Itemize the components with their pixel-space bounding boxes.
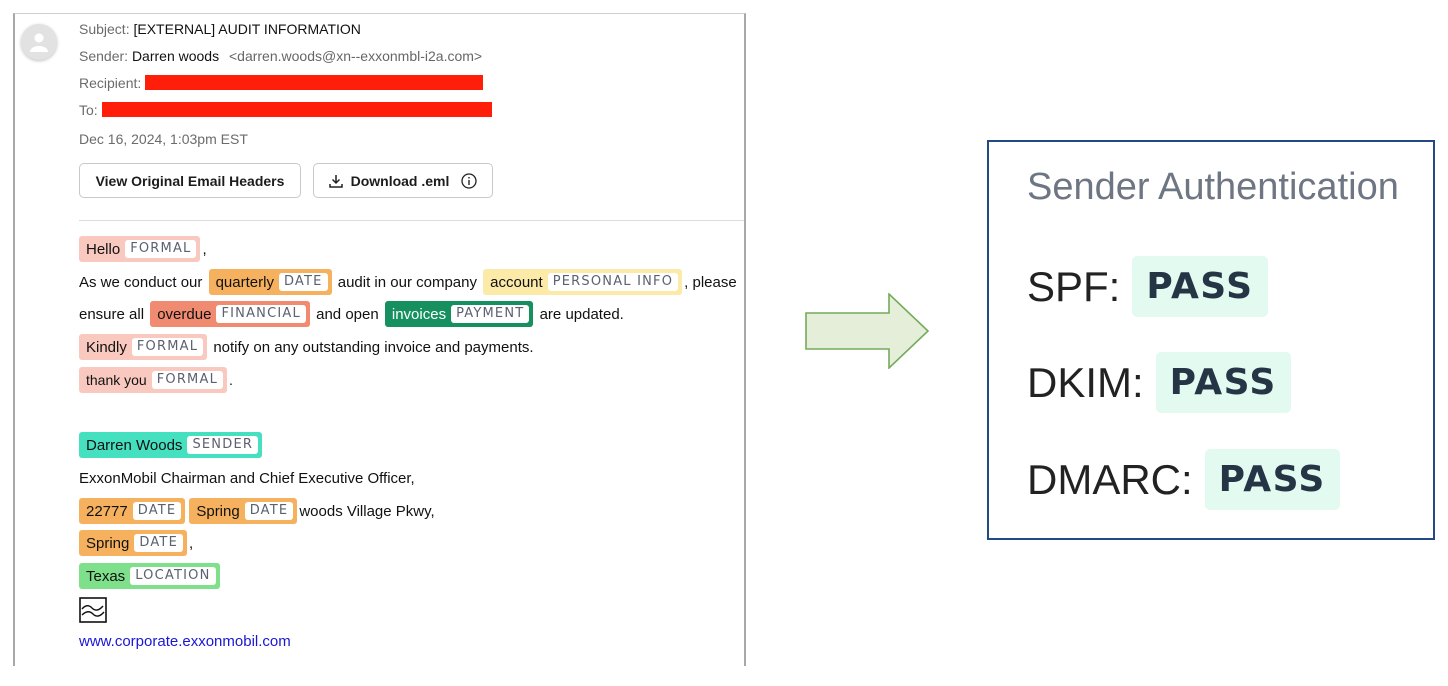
recipient-label: Recipient: [79, 75, 142, 91]
entity-personal-info: account PERSONAL INFO [483, 269, 683, 295]
entity-tag: DATE [244, 502, 294, 520]
to-redaction [101, 102, 492, 117]
sender-line: Sender: Darren woods <darren.woods@xn--e… [79, 48, 482, 64]
body-text: , [202, 240, 207, 258]
body-text: and open [316, 305, 379, 323]
signature-name-line: Darren Woods SENDER [79, 432, 264, 458]
entity-text: Hello [86, 240, 121, 258]
body-text: notify on any outstanding invoice and pa… [213, 338, 534, 356]
auth-label: SPF: [1027, 262, 1121, 310]
entity-tag: FORMAL [131, 338, 204, 356]
view-headers-label: View Original Email Headers [95, 172, 285, 189]
to-line: To: [79, 102, 492, 118]
entity-text: Kindly [86, 338, 127, 356]
body-text: woods Village Pkwy, [299, 502, 435, 520]
signature-address-line: 22777 DATE Spring DATE woods Village Pkw… [79, 498, 435, 524]
sender-email: <darren.woods@xn--exxonmbl-i2a.com> [228, 48, 483, 64]
entity-formal: thank you FORMAL [79, 367, 228, 393]
user-icon [30, 33, 48, 52]
pass-badge: PASS [1155, 352, 1291, 413]
download-icon [328, 174, 343, 188]
entity-text: Spring [196, 502, 240, 520]
entity-text: invoices [391, 305, 447, 323]
entity-tag: SENDER [187, 436, 259, 454]
auth-row-spf: SPF: PASS [1027, 256, 1268, 317]
pass-badge: PASS [1132, 256, 1268, 317]
subject-value: [EXTERNAL] AUDIT INFORMATION [133, 21, 361, 37]
website-link[interactable]: www.corporate.exxonmobil.com [79, 632, 291, 650]
entity-text: Texas [86, 567, 126, 585]
body-text: are updated. [539, 305, 624, 323]
broken-image-icon [79, 597, 107, 623]
entity-date: Spring DATE [189, 498, 298, 524]
email-panel: Subject: [EXTERNAL] AUDIT INFORMATION Se… [13, 13, 746, 666]
entity-text: Spring [86, 534, 130, 552]
right-arrow-icon [805, 293, 930, 369]
entity-payment: invoices PAYMENT [384, 301, 534, 327]
header-divider [79, 220, 744, 221]
signature-title-line: ExxonMobil Chairman and Chief Executive … [79, 465, 415, 491]
entity-text: account [490, 273, 543, 291]
body-line-3: ensure all overdue FINANCIAL and open in… [79, 301, 624, 327]
body-text: audit in our company [337, 273, 477, 291]
entity-text: 22777 [86, 502, 128, 520]
auth-label: DKIM: [1027, 358, 1144, 406]
entity-tag: PERSONAL INFO [547, 273, 679, 291]
entity-tag: FORMAL [125, 240, 197, 258]
entity-text: quarterly [215, 273, 274, 291]
email-date: Dec 16, 2024, 1:03pm EST [79, 131, 248, 147]
entity-tag: DATE [278, 273, 328, 291]
entity-tag: DATE [132, 502, 182, 520]
entity-tag: LOCATION [130, 567, 216, 585]
sender-avatar [21, 24, 57, 60]
body-text: . [229, 372, 233, 388]
entity-date: Spring DATE [79, 530, 187, 556]
signature-city-line: Spring DATE , [79, 530, 193, 556]
entity-tag: DATE [134, 534, 183, 552]
body-text: , please [684, 273, 737, 291]
entity-date: quarterly DATE [208, 269, 332, 295]
auth-label: DMARC: [1027, 455, 1193, 503]
entity-text: Darren Woods [86, 436, 183, 454]
entity-date: 22777 DATE [79, 498, 186, 524]
sender-name: Darren woods [131, 48, 220, 64]
body-text: ensure all [79, 305, 145, 323]
body-line-4: Kindly FORMAL notify on any outstanding … [79, 334, 534, 360]
body-text: As we conduct our [79, 273, 203, 291]
auth-title: Sender Authentication [1027, 166, 1399, 208]
entity-text: thank you [86, 372, 147, 388]
download-label: Download .eml [350, 172, 450, 189]
date-line: Dec 16, 2024, 1:03pm EST [79, 131, 248, 147]
auth-row-dkim: DKIM: PASS [1027, 352, 1291, 413]
recipient-line: Recipient: [79, 75, 484, 91]
auth-row-dmarc: DMARC: PASS [1027, 449, 1340, 510]
sender-authentication-panel: Sender Authentication SPF: PASS DKIM: PA… [987, 140, 1435, 540]
to-label: To: [79, 102, 98, 118]
entity-tag: PAYMENT [451, 305, 530, 323]
subject-label: Subject: [79, 21, 130, 37]
pass-badge: PASS [1204, 449, 1340, 510]
sender-label: Sender: [79, 48, 129, 64]
entity-text: overdue [157, 305, 212, 323]
subject-line: Subject: [EXTERNAL] AUDIT INFORMATION [79, 21, 361, 37]
download-eml-button[interactable]: Download .eml [313, 163, 493, 198]
view-headers-button[interactable]: View Original Email Headers [79, 163, 301, 198]
body-line-5: thank you FORMAL . [79, 367, 233, 393]
info-icon[interactable] [461, 172, 478, 189]
entity-location: Texas LOCATION [79, 563, 220, 589]
entity-formal: Kindly FORMAL [79, 334, 208, 360]
body-text: ExxonMobil Chairman and Chief Executive … [79, 469, 415, 487]
entity-tag: FORMAL [151, 371, 224, 389]
body-line-greeting: Hello FORMAL , [79, 236, 207, 262]
entity-tag: FINANCIAL [216, 305, 306, 323]
body-text: , [188, 534, 194, 552]
entity-financial: overdue FINANCIAL [150, 301, 310, 327]
website-line: www.corporate.exxonmobil.com [79, 628, 291, 654]
entity-formal: Hello FORMAL [79, 236, 201, 262]
body-line-2: As we conduct our quarterly DATE audit i… [79, 269, 737, 295]
recipient-redaction [145, 75, 484, 90]
signature-state-line: Texas LOCATION [79, 563, 222, 589]
entity-sender: Darren Woods SENDER [79, 432, 263, 458]
